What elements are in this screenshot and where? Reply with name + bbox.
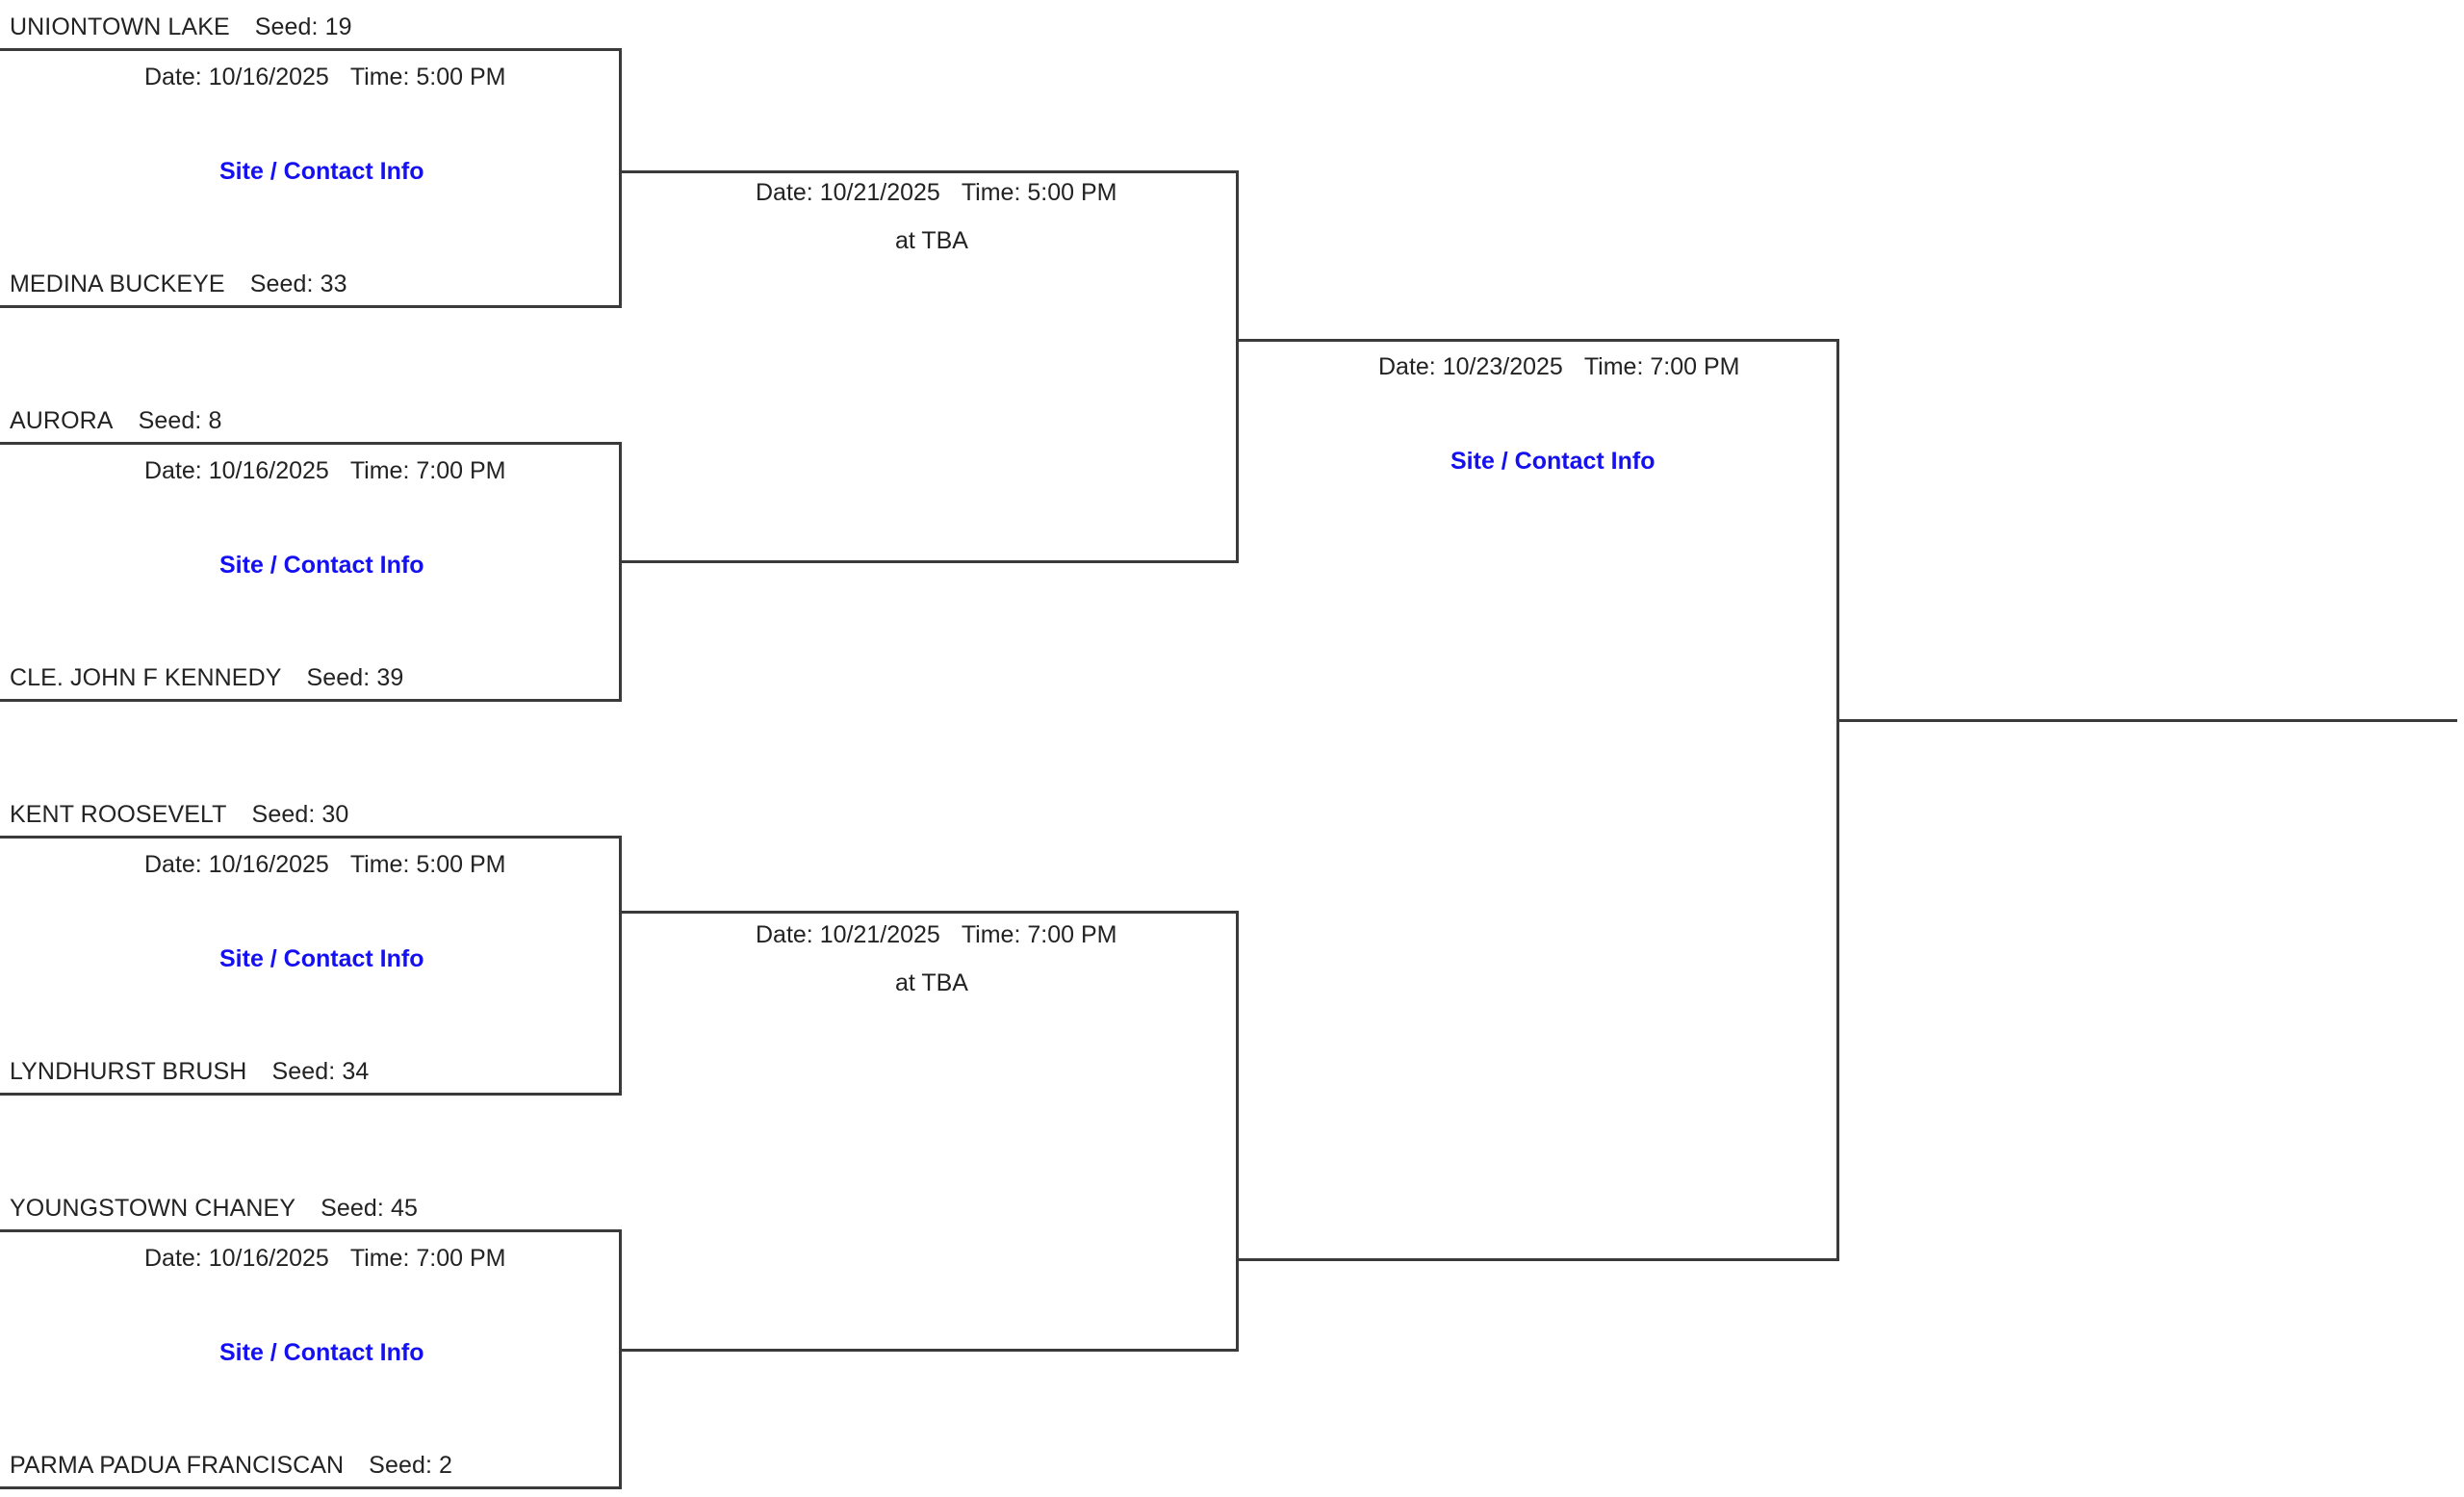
team-label: MEDINA BUCKEYE Seed: 33 <box>10 271 347 298</box>
team-seed: Seed: 30 <box>251 801 349 828</box>
match-box <box>1236 339 1839 1261</box>
match-datetime: Date: 10/16/2025 Time: 7:00 PM <box>144 457 505 485</box>
match-datetime: Date: 10/21/2025 Time: 5:00 PM <box>756 179 1116 207</box>
team-label: YOUNGSTOWN CHANEY Seed: 45 <box>10 1195 418 1223</box>
match-venue: at TBA <box>895 227 968 254</box>
site-contact-info-link[interactable]: Site / Contact Info <box>219 552 424 579</box>
match-time: Time: 7:00 PM <box>349 1245 506 1272</box>
match-box <box>0 1229 622 1489</box>
match-time: Time: 5:00 PM <box>349 851 506 878</box>
team-name: AURORA <box>10 407 114 434</box>
match-box <box>619 170 1239 563</box>
match-date: Date: 10/16/2025 <box>144 1245 329 1272</box>
match-date: Date: 10/21/2025 <box>756 921 940 948</box>
team-name: YOUNGSTOWN CHANEY <box>10 1195 296 1222</box>
team-seed: Seed: 19 <box>254 13 352 40</box>
match-time: Time: 7:00 PM <box>961 921 1117 948</box>
match-datetime: Date: 10/16/2025 Time: 5:00 PM <box>144 64 505 91</box>
team-seed: Seed: 33 <box>249 271 347 297</box>
match-box <box>619 911 1239 1352</box>
match-date: Date: 10/16/2025 <box>144 457 329 484</box>
match-date: Date: 10/16/2025 <box>144 64 329 90</box>
team-label: PARMA PADUA FRANCISCAN Seed: 2 <box>10 1452 452 1480</box>
team-label: AURORA Seed: 8 <box>10 407 221 435</box>
match-time: Time: 7:00 PM <box>1583 353 1740 380</box>
match-time: Time: 5:00 PM <box>349 64 506 90</box>
match-date: Date: 10/16/2025 <box>144 851 329 878</box>
team-seed: Seed: 45 <box>321 1195 418 1222</box>
team-seed: Seed: 8 <box>138 407 222 434</box>
match-datetime: Date: 10/16/2025 Time: 5:00 PM <box>144 851 505 879</box>
team-name: MEDINA BUCKEYE <box>10 271 225 297</box>
team-seed: Seed: 39 <box>306 664 404 691</box>
team-label: UNIONTOWN LAKE Seed: 19 <box>10 13 352 41</box>
match-date: Date: 10/23/2025 <box>1378 353 1563 380</box>
team-label: CLE. JOHN F KENNEDY Seed: 39 <box>10 664 403 692</box>
team-name: KENT ROOSEVELT <box>10 801 227 828</box>
match-box <box>0 836 622 1096</box>
site-contact-info-link[interactable]: Site / Contact Info <box>219 945 424 972</box>
match-datetime: Date: 10/23/2025 Time: 7:00 PM <box>1378 353 1739 381</box>
team-seed: Seed: 2 <box>369 1452 453 1479</box>
match-box <box>0 442 622 702</box>
match-datetime: Date: 10/16/2025 Time: 7:00 PM <box>144 1245 505 1273</box>
team-seed: Seed: 34 <box>271 1058 370 1085</box>
site-contact-info-link[interactable]: Site / Contact Info <box>219 1339 424 1366</box>
site-contact-info-link[interactable]: Site / Contact Info <box>219 158 424 185</box>
team-label: KENT ROOSEVELT Seed: 30 <box>10 801 348 829</box>
team-label: LYNDHURST BRUSH Seed: 34 <box>10 1058 369 1086</box>
champion-advance-line <box>1836 719 2457 722</box>
match-time: Time: 5:00 PM <box>961 179 1117 206</box>
match-datetime: Date: 10/21/2025 Time: 7:00 PM <box>756 921 1116 949</box>
match-time: Time: 7:00 PM <box>349 457 506 484</box>
match-date: Date: 10/21/2025 <box>756 179 940 206</box>
team-name: UNIONTOWN LAKE <box>10 13 230 40</box>
team-name: CLE. JOHN F KENNEDY <box>10 664 282 691</box>
match-box <box>0 48 622 308</box>
team-name: PARMA PADUA FRANCISCAN <box>10 1452 345 1479</box>
site-contact-info-link[interactable]: Site / Contact Info <box>1450 448 1656 475</box>
team-name: LYNDHURST BRUSH <box>10 1058 247 1085</box>
match-venue: at TBA <box>895 969 968 996</box>
